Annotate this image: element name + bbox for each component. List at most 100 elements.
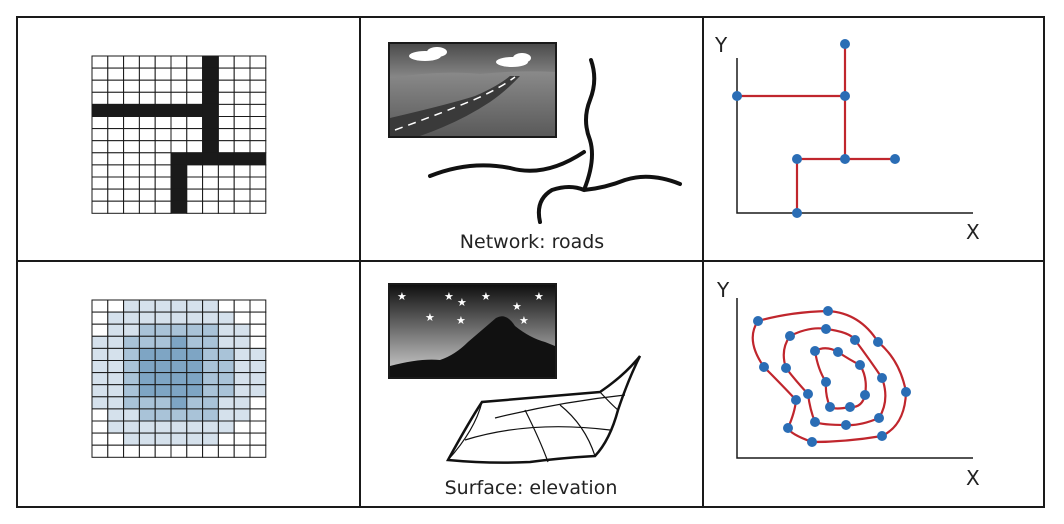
grid-cell [154,116,172,130]
panel-frame [16,16,1045,508]
grid-cell [202,444,219,458]
grid-cell [249,176,267,190]
grid-cell [217,420,235,434]
grid-cell [138,311,156,325]
grid-cell [233,152,251,166]
grid-cell [186,103,204,118]
grid-cell [170,408,188,422]
grid-cell [217,311,235,325]
grid-cell [91,91,109,105]
svg-text:★: ★ [534,290,544,303]
grid-cell [107,420,125,434]
grid-cell [249,91,267,105]
grid-cell [154,347,172,361]
grid-cell [170,396,188,410]
grid-cell [233,444,251,458]
grid-cell [249,140,267,154]
grid-cell [217,128,235,142]
grid-cell [91,79,109,93]
grid-cell [217,103,235,118]
grid-cell [186,372,204,386]
grid-cell [154,360,172,374]
grid-cell [249,396,267,410]
grid-cell [202,323,219,337]
grid-cell [170,384,188,398]
grid-cell [186,347,204,361]
grid-cell [170,335,188,349]
grid-cell [91,152,109,166]
top-y-axis-label: Y [714,33,728,57]
grid-cell [107,116,125,130]
grid-cell [107,335,125,349]
grid-cell [233,347,251,361]
grid-cell [154,444,172,458]
grid-cell [186,335,204,349]
grid-cell [123,164,140,178]
grid-cell [202,347,219,361]
grid-cell [154,408,172,422]
grid-cell [138,128,156,142]
grid-cell [91,384,109,398]
grid-cell [170,116,188,130]
grid-cell [123,408,140,422]
grid-cell [249,79,267,93]
grid-cell [186,432,204,446]
elevation-surface-sheet [445,355,642,464]
grid-cell [107,55,125,69]
bottom-x-axis-label: X [966,466,980,490]
grid-cell [217,140,235,154]
grid-cell [233,55,251,69]
grid-cell [186,67,204,81]
grid-cell [217,79,235,93]
grid-cell [138,188,156,202]
road-network-line [428,58,682,224]
svg-text:★: ★ [481,290,491,303]
grid-cell [186,79,204,93]
grid-cell [233,116,251,130]
grid-cell [91,347,109,361]
grid-cell [186,360,204,374]
grid-cell [91,103,109,118]
grid-cell [170,323,188,337]
grid-cell [233,67,251,81]
grid-cell [91,116,109,130]
grid-cell [123,176,140,190]
grid-cell [249,360,267,374]
grid-cell [107,188,125,202]
grid-cell [233,299,251,313]
grid-cell [233,91,251,105]
grid-cell [91,408,109,422]
grid-cell [107,91,125,105]
grid-cell [107,164,125,178]
grid-cell [249,347,267,361]
grid-cell [138,384,156,398]
grid-cell [170,152,188,166]
grid-cell [138,116,156,130]
grid-cell [91,323,109,337]
grid-cell [107,176,125,190]
grid-cell [91,311,109,325]
grid-cell [138,323,156,337]
grid-cell [170,79,188,93]
grid-cell [123,67,140,81]
grid-cell [154,55,172,69]
grid-cell [138,372,156,386]
grid-cell [91,420,109,434]
grid-cell [233,128,251,142]
vector-network-axes [736,58,973,214]
grid-cell [154,188,172,202]
grid-cell [170,128,188,142]
grid-cell [91,140,109,154]
grid-cell [233,103,251,118]
grid-cell [202,299,219,313]
grid-cell [249,299,267,313]
grid-cell [107,432,125,446]
grid-cell [249,164,267,178]
grid-cell [217,372,235,386]
vector-network-edges [737,44,895,213]
grid-cell [249,432,267,446]
grid-cell [91,200,109,214]
grid-cell [233,176,251,190]
grid-cell [123,347,140,361]
